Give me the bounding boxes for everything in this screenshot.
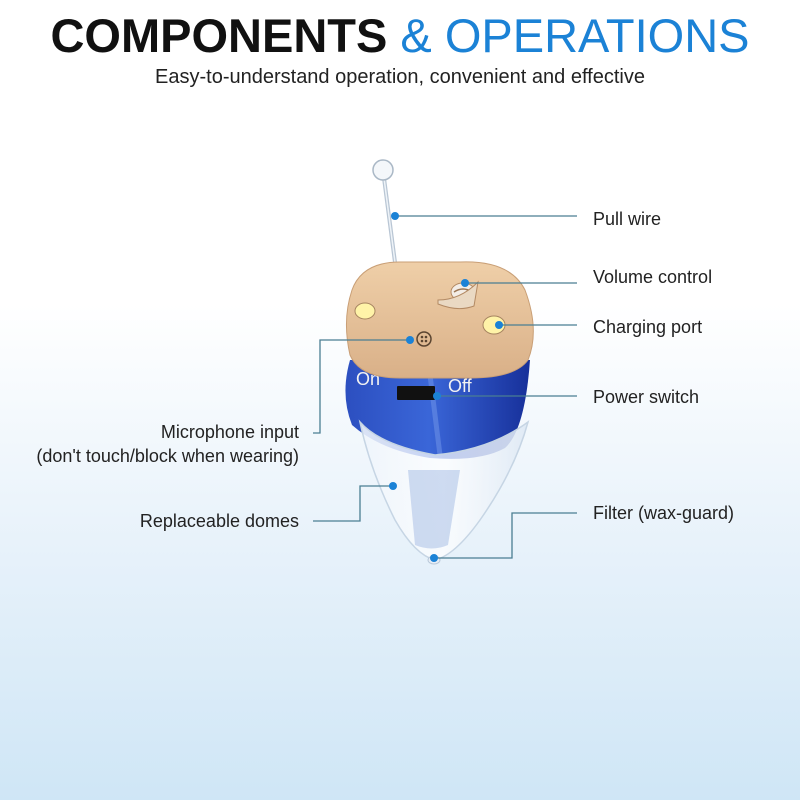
label-charging-port: Charging port bbox=[593, 317, 703, 337]
leader-microphone bbox=[313, 339, 410, 434]
leader-filter bbox=[434, 512, 577, 559]
label-filter: Filter (wax-guard) bbox=[593, 503, 735, 523]
pull-wire bbox=[372, 159, 398, 271]
device-shell bbox=[345, 360, 530, 459]
dot-volume bbox=[461, 279, 469, 287]
page-title: COMPONENTS & OPERATIONS bbox=[0, 8, 800, 64]
dot-pull-wire bbox=[391, 212, 399, 220]
label-microphone-note: (don't touch/block when wearing) bbox=[36, 446, 299, 466]
pull-wire-ring bbox=[372, 159, 394, 181]
page-subtitle: Easy-to-understand operation, convenient… bbox=[155, 66, 645, 88]
left-port-icon bbox=[354, 302, 376, 320]
leader-domes bbox=[313, 485, 393, 522]
dot-domes bbox=[389, 482, 397, 490]
dot-charging bbox=[495, 321, 503, 329]
dot-power bbox=[433, 392, 441, 400]
label-power-switch: Power switch bbox=[593, 387, 700, 407]
title-bold: COMPONENTS bbox=[50, 9, 388, 62]
volume-control[interactable] bbox=[437, 280, 479, 310]
label-microphone-input: Microphone input bbox=[160, 422, 299, 442]
dot-filter bbox=[430, 554, 438, 562]
leader-dots bbox=[389, 212, 503, 562]
label-pull-wire: Pull wire bbox=[593, 209, 662, 229]
faceplate bbox=[345, 261, 534, 379]
dot-microphone bbox=[406, 336, 414, 344]
microphone-input bbox=[416, 331, 432, 347]
power-switch[interactable] bbox=[397, 386, 435, 400]
label-volume-control: Volume control bbox=[593, 267, 713, 287]
title-accent: & OPERATIONS bbox=[400, 9, 750, 62]
leader-lines bbox=[313, 215, 577, 559]
switch-off-label: Off bbox=[448, 376, 473, 396]
label-replaceable-domes: Replaceable domes bbox=[139, 511, 299, 531]
